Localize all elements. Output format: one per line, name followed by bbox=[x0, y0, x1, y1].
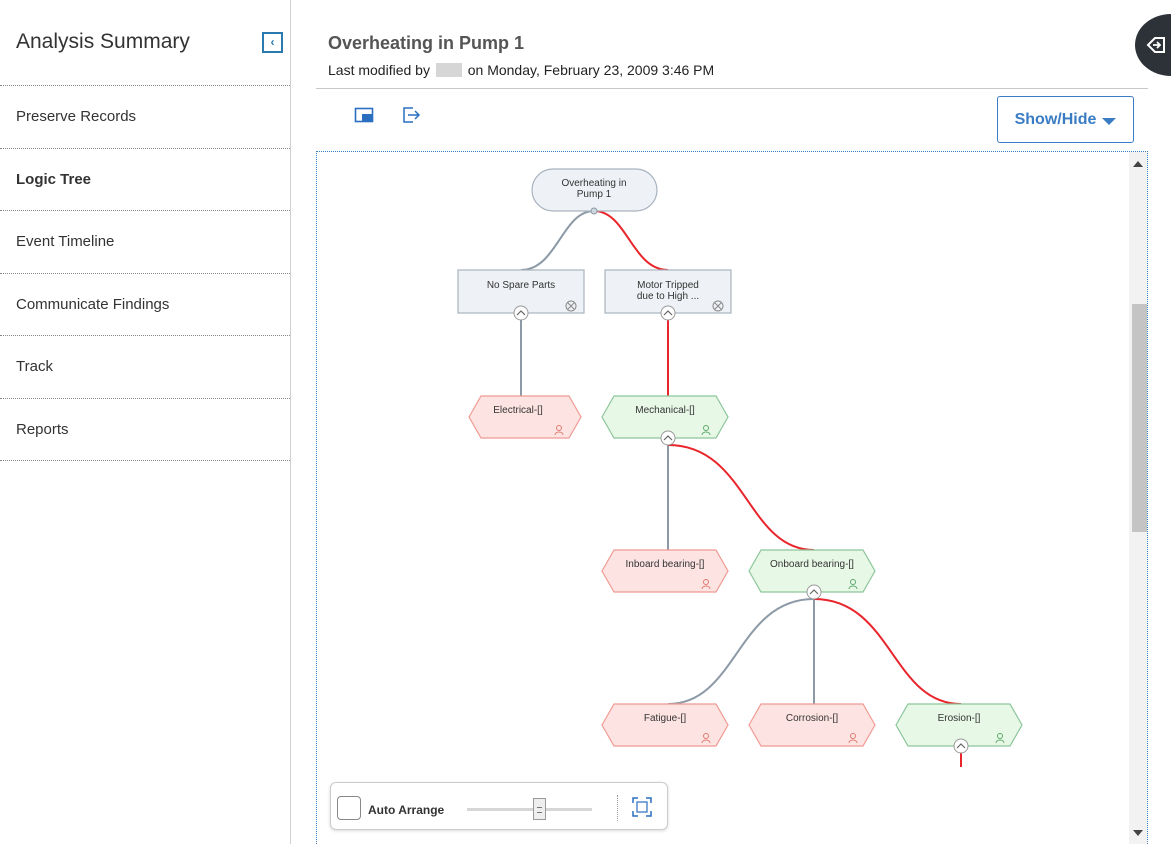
tree-node-motor-tripped[interactable]: Motor Tripped due to High ... bbox=[604, 269, 732, 321]
collapse-toggle-icon[interactable] bbox=[806, 584, 822, 600]
chevron-left-icon: ‹ bbox=[270, 35, 275, 49]
node-label: Inboard bearing-[] bbox=[626, 559, 705, 570]
user-icon bbox=[701, 733, 711, 744]
sidebar-item-logic-tree[interactable]: Logic Tree bbox=[0, 149, 290, 211]
close-circle-icon[interactable] bbox=[565, 300, 577, 312]
node-label: Fatigue-[] bbox=[644, 713, 686, 724]
sidebar-item-reports[interactable]: Reports bbox=[0, 399, 290, 461]
scroll-down-arrow-icon[interactable] bbox=[1133, 830, 1143, 836]
logic-tree-diagram: Overheating in Pump 1 No Spare Parts Mot… bbox=[457, 168, 1023, 767]
collapse-sidebar-button[interactable]: ‹ bbox=[262, 32, 283, 53]
node-label-line2: due to High ... bbox=[637, 291, 699, 302]
collapse-toggle-icon[interactable] bbox=[660, 305, 676, 321]
tree-root-node[interactable]: Overheating in Pump 1 bbox=[531, 168, 658, 215]
link-root-motor bbox=[593, 210, 669, 271]
auto-arrange-panel: Auto Arrange bbox=[330, 782, 668, 830]
last-modified-line: Last modified by on Monday, February 23,… bbox=[328, 62, 714, 78]
user-icon bbox=[554, 425, 564, 436]
sidebar-header: Analysis Summary ‹ bbox=[0, 0, 290, 86]
logic-tree-canvas[interactable]: Overheating in Pump 1 No Spare Parts Mot… bbox=[316, 151, 1148, 844]
user-icon bbox=[701, 579, 711, 590]
link-mechanical-onboard bbox=[667, 444, 815, 551]
tree-node-fatigue[interactable]: Fatigue-[] bbox=[601, 703, 729, 747]
scroll-up-arrow-icon[interactable] bbox=[1133, 161, 1143, 167]
vertical-scrollbar[interactable] bbox=[1129, 152, 1147, 844]
tree-node-no-spare-parts[interactable]: No Spare Parts bbox=[457, 269, 585, 321]
node-label: No Spare Parts bbox=[487, 280, 555, 291]
redacted-username bbox=[435, 63, 462, 77]
caret-down-icon bbox=[1102, 117, 1117, 125]
collapse-toggle-icon[interactable] bbox=[513, 305, 529, 321]
navigation-button[interactable] bbox=[1135, 14, 1171, 76]
show-hide-button[interactable]: Show/Hide bbox=[997, 96, 1134, 143]
node-label: Erosion-[] bbox=[938, 713, 981, 724]
navigation-icon bbox=[1146, 37, 1165, 53]
zoom-slider-thumb[interactable] bbox=[533, 798, 546, 820]
root-label-line1: Overheating in bbox=[561, 178, 626, 189]
modified-suffix: on Monday, February 23, 2009 3:46 PM bbox=[467, 62, 715, 78]
node-label: Electrical-[] bbox=[493, 405, 543, 416]
sidebar: Analysis Summary ‹ Preserve Records Logi… bbox=[0, 0, 291, 844]
user-icon bbox=[848, 733, 858, 744]
user-icon bbox=[995, 733, 1005, 744]
tree-node-mechanical[interactable]: Mechanical-[] bbox=[601, 395, 729, 446]
node-label: Mechanical-[] bbox=[635, 405, 695, 416]
auto-arrange-checkbox[interactable] bbox=[337, 796, 361, 820]
collapse-toggle-icon[interactable] bbox=[953, 738, 969, 754]
sidebar-item-communicate-findings[interactable]: Communicate Findings bbox=[0, 274, 290, 336]
sidebar-item-preserve-records[interactable]: Preserve Records bbox=[0, 86, 290, 149]
tree-node-electrical[interactable]: Electrical-[] bbox=[468, 395, 582, 439]
show-hide-label: Show/Hide bbox=[1014, 110, 1097, 128]
tree-node-onboard-bearing[interactable]: Onboard bearing-[] bbox=[748, 549, 876, 600]
user-icon bbox=[701, 425, 711, 436]
window-icon[interactable] bbox=[354, 106, 374, 124]
page-title: Overheating in Pump 1 bbox=[328, 33, 525, 53]
link-onboard-erosion bbox=[813, 598, 962, 705]
scrollbar-thumb[interactable] bbox=[1132, 304, 1147, 532]
sidebar-item-event-timeline[interactable]: Event Timeline bbox=[0, 211, 290, 274]
link-root-no-spare bbox=[520, 210, 595, 271]
root-label-line2: Pump 1 bbox=[577, 189, 612, 200]
close-circle-icon[interactable] bbox=[712, 300, 724, 312]
zoom-slider-track[interactable] bbox=[467, 808, 592, 811]
link-onboard-fatigue bbox=[667, 598, 815, 705]
tree-node-inboard-bearing[interactable]: Inboard bearing-[] bbox=[601, 549, 729, 593]
tree-node-corrosion[interactable]: Corrosion-[] bbox=[748, 703, 876, 747]
node-label: Corrosion-[] bbox=[786, 713, 838, 724]
node-label: Onboard bearing-[] bbox=[770, 559, 854, 570]
tree-node-erosion[interactable]: Erosion-[] bbox=[895, 703, 1023, 754]
modified-prefix: Last modified by bbox=[328, 62, 430, 78]
export-icon[interactable] bbox=[402, 106, 422, 124]
sidebar-title: Analysis Summary bbox=[16, 30, 190, 53]
panel-divider bbox=[617, 795, 618, 821]
node-label-line1: Motor Tripped bbox=[637, 280, 699, 291]
header-divider bbox=[316, 88, 1148, 89]
user-icon bbox=[848, 579, 858, 590]
fit-to-screen-icon[interactable] bbox=[631, 796, 653, 818]
collapse-toggle-icon[interactable] bbox=[660, 430, 676, 446]
sidebar-item-track[interactable]: Track bbox=[0, 336, 290, 399]
auto-arrange-label: Auto Arrange bbox=[368, 803, 445, 817]
